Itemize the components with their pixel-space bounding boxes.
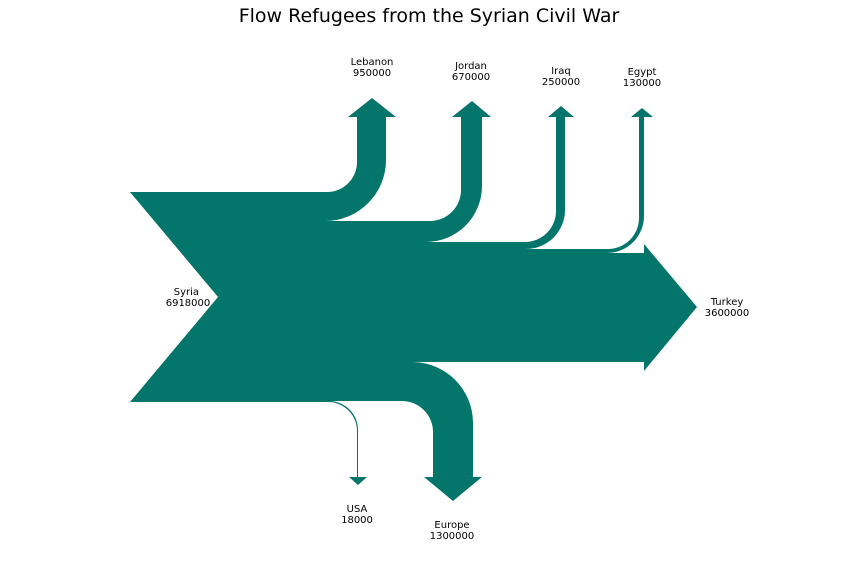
chart-title: Flow Refugees from the Syrian Civil War bbox=[239, 5, 620, 27]
flow-name: Turkey bbox=[710, 297, 744, 308]
flow-value: 670000 bbox=[452, 72, 490, 83]
flow-name: Egypt bbox=[628, 67, 657, 78]
source-name: Syria bbox=[174, 287, 199, 298]
source-label-syria: Syria 6918000 bbox=[166, 287, 211, 309]
flow-name: USA bbox=[347, 504, 368, 515]
flow-name: Jordan bbox=[454, 61, 487, 72]
flow-name: Europe bbox=[434, 520, 469, 531]
flow-name: Iraq bbox=[551, 66, 571, 77]
flow-value: 3600000 bbox=[705, 308, 750, 319]
flow-value: 18000 bbox=[341, 515, 373, 526]
flow-value: 950000 bbox=[353, 68, 391, 79]
source-value: 6918000 bbox=[166, 298, 211, 309]
sankey-flow-shape bbox=[130, 98, 697, 501]
flow-value: 250000 bbox=[542, 77, 580, 88]
flow-name: Lebanon bbox=[351, 57, 394, 68]
flow-value: 1300000 bbox=[430, 531, 475, 542]
flow-value: 130000 bbox=[623, 78, 661, 89]
